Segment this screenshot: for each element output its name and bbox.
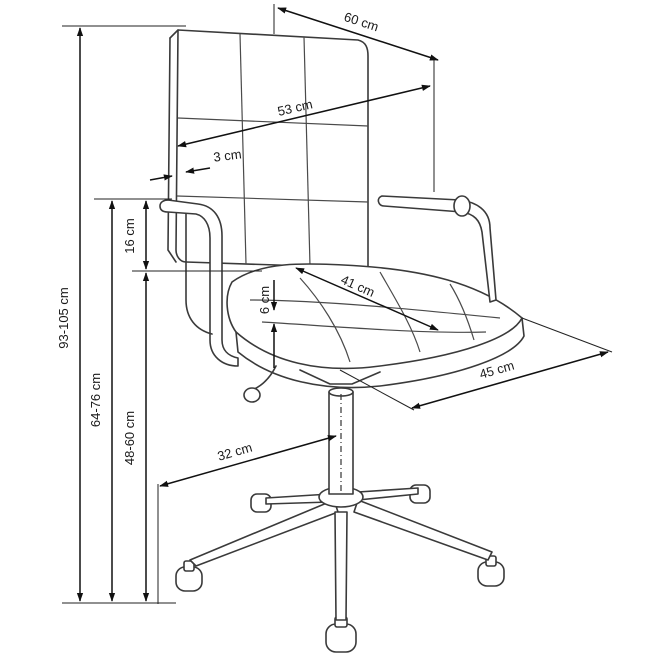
armrest-left <box>159 199 239 367</box>
caster-right <box>477 555 505 587</box>
label-seat-height: 48-60 cm <box>122 411 137 465</box>
base-radius-line <box>159 435 337 487</box>
caster-left <box>175 560 203 592</box>
label-back-thickness: 3 cm <box>213 146 243 164</box>
depth-line <box>277 7 439 61</box>
back-thickness-line-left <box>149 174 173 181</box>
label-arm-height: 64-76 cm <box>88 373 103 427</box>
label-seat-thickness: 6 cm <box>257 286 272 314</box>
seat-depth-line <box>295 267 439 331</box>
backrest <box>167 29 369 269</box>
label-base-radius: 32 cm <box>216 440 254 464</box>
armrest-right <box>377 195 497 303</box>
chair-drawing <box>159 29 525 653</box>
seat-width-line <box>411 351 609 409</box>
label-arm-above-seat: 16 cm <box>122 218 137 253</box>
height-lever <box>243 365 277 403</box>
gas-cylinder <box>328 387 354 495</box>
seat-mechanism <box>299 369 381 385</box>
label-total-height: 93-105 cm <box>56 287 71 348</box>
back-thickness-line-right <box>185 167 211 174</box>
star-base <box>189 486 493 621</box>
dimension-lines <box>62 4 613 604</box>
label-seat-width: 45 cm <box>478 358 516 382</box>
back-width-line <box>177 84 431 148</box>
caster-front <box>325 616 357 653</box>
